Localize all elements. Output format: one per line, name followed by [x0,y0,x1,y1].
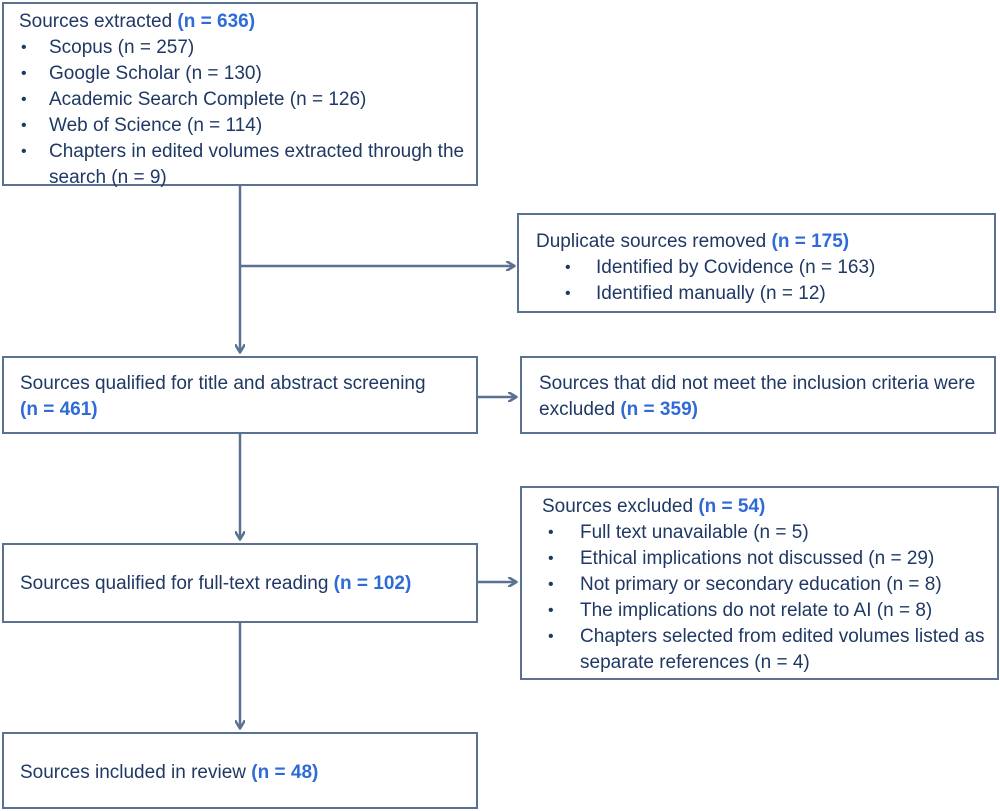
list-item-text: Chapters in edited volumes extracted thr… [49,141,465,188]
list-item-text: Ethical implications not discussed (n = … [580,548,935,569]
sources-excluded-heading: Sources excluded (n = 54) [542,494,765,520]
bullet-icon: • [548,550,554,567]
title-abstract-label: Sources qualified for title and abstract… [20,373,426,394]
list-item: • Web of Science (n = 114) [21,113,471,139]
list-item-text: Full text unavailable (n = 5) [580,522,809,543]
fulltext-count: (n = 102) [333,573,412,594]
included-count: (n = 48) [251,762,319,783]
fulltext-heading: Sources qualified for full-text reading … [20,571,470,597]
list-item-text: Not primary or secondary education (n = … [580,574,942,595]
list-item: • Chapters selected from edited volumes l… [548,624,988,676]
duplicates-removed-box: Duplicate sources removed (n = 175) • Ide… [517,213,996,313]
included-heading: Sources included in review (n = 48) [20,760,460,786]
title-abstract-count: (n = 461) [20,399,98,420]
list-item-text: Web of Science (n = 114) [49,115,263,136]
sources-extracted-label: Sources extracted [19,11,173,32]
list-item: • Academic Search Complete (n = 126) [21,87,471,113]
bullet-icon: • [565,285,571,302]
list-item: • The implications do not relate to AI (n… [548,598,988,624]
list-item: • Ethical implications not discussed (n =… [548,546,988,572]
list-item: • Chapters in edited volumes extracted th… [21,139,471,191]
sources-excluded-count: (n = 54) [698,496,766,517]
excluded-criteria-heading: Sources that did not meet the inclusion … [539,371,989,423]
bullet-icon: • [21,117,27,134]
duplicates-removed-heading: Duplicate sources removed (n = 175) [536,229,849,255]
list-item: • Identified by Covidence (n = 163) [565,255,985,281]
included-label: Sources included in review [20,762,247,783]
duplicates-removed-count: (n = 175) [771,231,850,252]
bullet-icon: • [565,259,571,276]
list-item-text: Identified manually (n = 12) [596,283,826,304]
sources-excluded-label: Sources excluded [542,496,694,517]
title-abstract-screening-box: Sources qualified for title and abstract… [2,356,478,434]
included-in-review-box: Sources included in review (n = 48) [2,732,478,809]
sources-extracted-box: Sources extracted (n = 636) • Scopus (n =… [2,2,478,188]
excluded-criteria-box: Sources that did not meet the inclusion … [520,356,996,434]
list-item-text: Identified by Covidence (n = 163) [596,257,876,278]
fulltext-reading-box: Sources qualified for full-text reading … [2,543,478,623]
fulltext-label: Sources qualified for full-text reading [20,573,329,594]
bullet-icon: • [21,143,27,160]
list-item-text: Academic Search Complete (n = 126) [49,89,367,110]
excluded-criteria-label: Sources that did not meet the inclusion … [539,373,976,420]
bullet-icon: • [548,628,554,645]
bullet-icon: • [21,65,27,82]
list-item-text: Scopus (n = 257) [49,37,195,58]
bullet-icon: • [21,91,27,108]
duplicates-removed-label: Duplicate sources removed [536,231,767,252]
list-item-text: Google Scholar (n = 130) [49,63,262,84]
bullet-icon: • [548,524,554,541]
sources-extracted-count: (n = 636) [177,11,256,32]
sources-extracted-heading: Sources extracted (n = 636) [19,9,255,35]
bullet-icon: • [548,576,554,593]
sources-extracted-list: • Scopus (n = 257) • Google Scholar (n = 1… [21,35,471,191]
list-item: • Google Scholar (n = 130) [21,61,471,87]
duplicates-removed-list: • Identified by Covidence (n = 163) • Iden… [565,255,985,307]
sources-excluded-box: Sources excluded (n = 54) • Full text una… [520,486,999,680]
excluded-criteria-count: (n = 359) [620,399,698,420]
list-item: • Identified manually (n = 12) [565,281,985,307]
list-item-text: Chapters selected from edited volumes li… [580,626,985,673]
bullet-icon: • [548,602,554,619]
list-item: • Not primary or secondary education (n =… [548,572,988,598]
title-abstract-heading: Sources qualified for title and abstract… [20,371,440,423]
list-item: • Scopus (n = 257) [21,35,471,61]
sources-excluded-list: • Full text unavailable (n = 5) • Ethical … [548,520,988,676]
list-item-text: The implications do not relate to AI (n … [580,600,933,621]
list-item: • Full text unavailable (n = 5) [548,520,988,546]
bullet-icon: • [21,39,27,56]
